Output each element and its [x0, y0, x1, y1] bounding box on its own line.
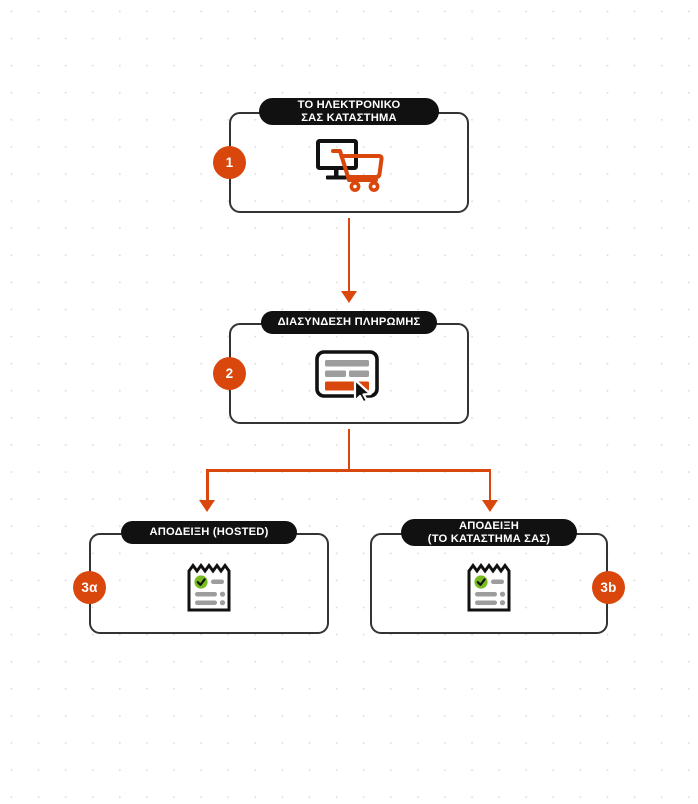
receipt-check-icon: [185, 561, 233, 613]
branch-right-drop-line: [488, 469, 492, 501]
step-3b-title-pill: ΑΠΟΔΕΙΞΗ (ΤΟ ΚΑΤΑΣΤΗΜΑ ΣΑΣ): [401, 519, 577, 546]
receipt-check-icon: [465, 561, 513, 613]
branch-left-drop-line: [206, 469, 209, 501]
payment-form-cursor-icon: [313, 350, 385, 402]
step-3b-badge: 3b: [592, 571, 625, 604]
step-2-badge: 2: [213, 357, 246, 390]
branch-horizontal-line: [207, 469, 490, 472]
monitor-shopping-cart-icon: [313, 137, 385, 192]
step-3a-title-pill: ΑΠΟΔΕΙΞΗ (HOSTED): [121, 521, 297, 544]
branch-stem-line: [347, 429, 351, 471]
connector-1-to-2-arrowhead: [340, 291, 357, 303]
step-1-title-pill: ΤΟ ΗΛΕΚΤΡΟΝΙΚΟ ΣΑΣ ΚΑΤΑΣΤΗΜΑ: [259, 98, 439, 125]
connector-2-to-3b-arrowhead: [481, 500, 498, 512]
connector-1-to-2-line: [347, 218, 351, 292]
step-3a-badge: 3α: [73, 571, 106, 604]
connector-2-to-3a-arrowhead: [199, 500, 216, 512]
step-1-badge: 1: [213, 146, 246, 179]
step-2-title-pill: ΔΙΑΣΥΝΔΕΣΗ ΠΛΗΡΩΜΗΣ: [261, 311, 437, 334]
